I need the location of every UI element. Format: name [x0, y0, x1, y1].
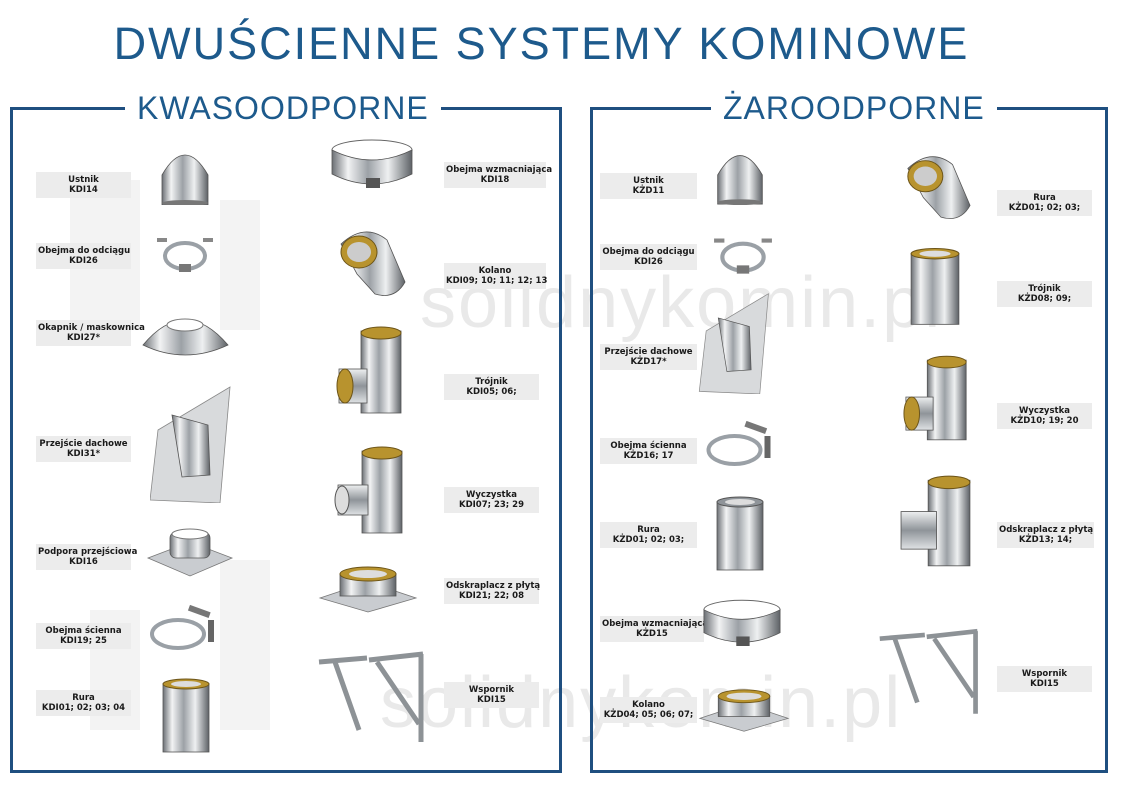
okapnik-image: [138, 305, 233, 357]
obejma-wzmacniajaca-image: [702, 596, 782, 656]
panel-zaroodporne: ŻAROODPORNE: [590, 90, 1108, 773]
watermark-house-shape: [220, 200, 260, 330]
wspornik-image: [315, 650, 430, 745]
kolano-image: [335, 222, 407, 300]
przejscie-dachowe-image: [150, 385, 235, 503]
page-title: DWUŚCIENNE SYSTEMY KOMINOWE: [113, 18, 970, 69]
ustnik-image: [150, 145, 220, 205]
wyczystka-image: [332, 445, 407, 537]
rura-image: [714, 495, 766, 575]
obejma-do-odciagu-image: [712, 232, 774, 276]
obejma-scienna-image: [704, 418, 780, 468]
panel-heading: ŻAROODPORNE: [711, 90, 997, 126]
panel-kwasoodporne: KWASOODPORNE: [10, 90, 562, 773]
odskraplacz-wyczystka-image: [894, 474, 978, 570]
przejscie-dachowe-image: [698, 292, 774, 394]
ustnik-image: [706, 145, 774, 205]
kolano-image: [698, 688, 790, 734]
wyczystka-trojnik-image: [902, 354, 972, 444]
trojnik-image: [335, 325, 407, 417]
obejma-do-odciagu-image: [155, 232, 215, 274]
odskraplacz-image: [318, 566, 418, 614]
rura-image: [160, 678, 212, 756]
panel-heading: KWASOODPORNE: [125, 90, 441, 126]
watermark-house-shape: [220, 560, 270, 730]
obejma-scienna-image: [148, 602, 223, 652]
podpora-przejsciowa-image: [146, 528, 234, 580]
obejma-wzmacniajaca-image: [330, 136, 414, 198]
wspornik-image: [876, 626, 984, 718]
rura-kolano-image: [902, 146, 972, 224]
trojnik-rura-image: [908, 246, 962, 330]
